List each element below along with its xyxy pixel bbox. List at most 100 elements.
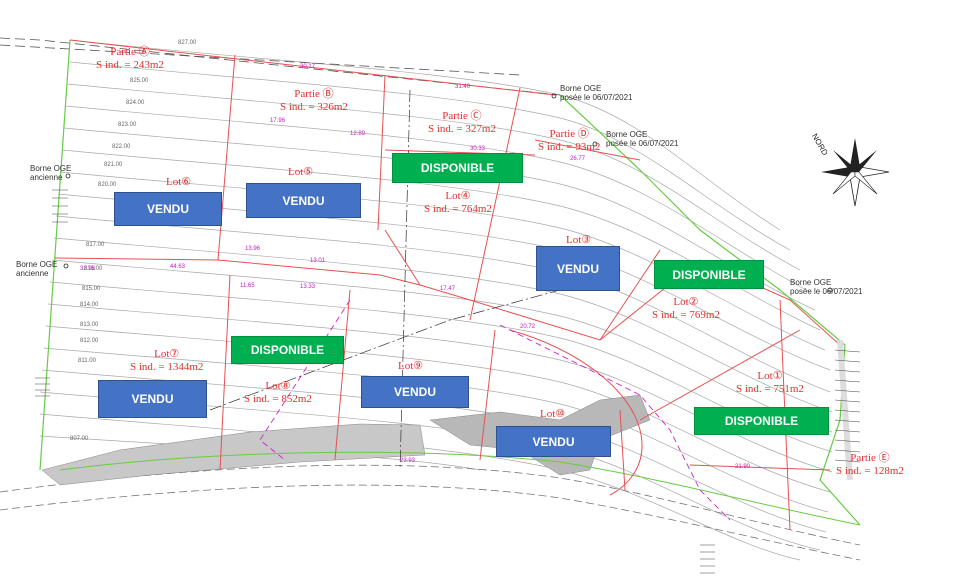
status-vendu-lot10: VENDU xyxy=(496,426,611,457)
borne-label-line2: ancienne xyxy=(16,269,49,278)
svg-text:20.72: 20.72 xyxy=(520,324,536,330)
lot-label-10: Lot⑩ xyxy=(540,408,565,421)
svg-text:815.00: 815.00 xyxy=(82,286,101,292)
lot-name: Lot① xyxy=(757,370,783,382)
borne-oge-ancienne-1: Borne OGE ancienne xyxy=(30,164,71,182)
svg-text:822.00: 822.00 xyxy=(112,144,131,150)
lot-label-5: Lot⑤ xyxy=(288,166,313,179)
lot-name: Lot④ xyxy=(445,190,471,202)
lot-area: S ind. = 751m2 xyxy=(736,383,804,395)
borne-label-line2: posée le 06/07/2021 xyxy=(790,287,863,296)
lot-label-partie-c: Partie Ⓒ S ind. = 327m2 xyxy=(428,110,496,136)
svg-text:814.00: 814.00 xyxy=(80,302,99,308)
svg-text:12.89: 12.89 xyxy=(350,131,366,137)
status-vendu-lot3: VENDU xyxy=(536,246,620,291)
lot-label-8: Lot⑧ S ind. = 852m2 xyxy=(244,380,312,406)
lot-label-9: Lot⑨ xyxy=(398,360,423,373)
lot-area: S ind. = 243m2 xyxy=(96,59,164,71)
lot-label-partie-a: Partie Ⓐ S ind. = 243m2 xyxy=(96,46,164,72)
status-disponible-lot8: DISPONIBLE xyxy=(231,336,344,364)
borne-label-line2: posée le 06/07/2021 xyxy=(560,93,633,102)
status-vendu-lot5: VENDU xyxy=(246,183,361,218)
lot-area: S ind. = 764m2 xyxy=(424,203,492,215)
svg-text:807.00: 807.00 xyxy=(70,436,89,442)
lot-name: Partie Ⓒ xyxy=(442,110,482,122)
borne-label-line1: Borne OGE xyxy=(30,164,72,173)
svg-text:11.65: 11.65 xyxy=(240,283,255,289)
status-vendu-lot6: VENDU xyxy=(114,192,222,226)
lot-label-partie-b: Partie Ⓑ S ind. = 326m2 xyxy=(280,88,348,114)
lot-name: Partie Ⓑ xyxy=(294,88,334,100)
lot-label-3: Lot③ xyxy=(566,234,591,247)
lot-label-2: Lot② S ind. = 769m2 xyxy=(652,296,720,322)
svg-text:816.00: 816.00 xyxy=(84,266,103,272)
compass-rose-icon xyxy=(821,138,890,207)
svg-text:30.33: 30.33 xyxy=(470,146,486,152)
svg-text:823.00: 823.00 xyxy=(118,122,137,128)
lot-name: Lot⑩ xyxy=(540,408,566,420)
right-hatch xyxy=(35,189,861,574)
lot-name: Lot③ xyxy=(566,234,592,246)
svg-text:30.17: 30.17 xyxy=(300,64,316,70)
svg-text:13.33: 13.33 xyxy=(300,284,316,290)
borne-label-line1: Borne OGE xyxy=(16,260,58,269)
lot-area: S ind. = 769m2 xyxy=(652,309,720,321)
svg-text:17.47: 17.47 xyxy=(440,286,456,292)
lot-name: Lot⑨ xyxy=(398,360,424,372)
lot-name: Lot⑤ xyxy=(288,166,314,178)
lot-name: Lot⑦ xyxy=(154,348,180,360)
lot-name: Lot⑧ xyxy=(265,380,291,392)
status-vendu-lot9: VENDU xyxy=(361,376,469,408)
svg-text:31.40: 31.40 xyxy=(455,84,471,90)
borne-label-line1: Borne OGE xyxy=(560,84,602,93)
svg-text:813.00: 813.00 xyxy=(80,322,99,328)
lot-name: Partie Ⓔ xyxy=(850,452,890,464)
svg-text:17.96: 17.96 xyxy=(270,118,286,124)
lot-area: S ind. = 128m2 xyxy=(836,465,904,477)
svg-text:13.96: 13.96 xyxy=(245,246,261,252)
svg-text:820.00: 820.00 xyxy=(98,182,117,188)
svg-text:13.01: 13.01 xyxy=(310,258,326,264)
lot-label-4: Lot④ S ind. = 764m2 xyxy=(424,190,492,216)
status-disponible-lot2: DISPONIBLE xyxy=(654,260,764,289)
lot-label-6: Lot⑥ xyxy=(166,176,191,189)
lot-name: Partie Ⓐ xyxy=(110,46,150,58)
lot-label-1: Lot① S ind. = 751m2 xyxy=(736,370,804,396)
borne-label-line2: ancienne xyxy=(30,173,63,182)
lot-label-partie-e: Partie Ⓔ S ind. = 128m2 xyxy=(836,452,904,478)
borne-markers xyxy=(63,93,833,293)
lot-name: Partie Ⓓ xyxy=(549,128,589,140)
status-vendu-lot7: VENDU xyxy=(98,380,207,418)
borne-oge-ancienne-2: Borne OGE ancienne xyxy=(16,260,57,278)
svg-text:44.63: 44.63 xyxy=(170,264,186,270)
lot-area: S ind. = 326m2 xyxy=(280,101,348,113)
borne-label-line1: Borne OGE xyxy=(790,278,832,287)
svg-text:811.00: 811.00 xyxy=(78,358,97,364)
svg-text:26.77: 26.77 xyxy=(570,156,586,162)
lot-area: S ind. = 93m2 xyxy=(538,141,601,153)
road-lines xyxy=(0,37,861,561)
lot-label-7: Lot⑦ S ind. = 1344m2 xyxy=(130,348,203,374)
borne-oge-posee-2: Borne OGE posée le 06/07/2021 xyxy=(606,130,679,148)
svg-text:812.00: 812.00 xyxy=(80,338,99,344)
status-disponible-lot4: DISPONIBLE xyxy=(392,153,523,183)
svg-text:23.93: 23.93 xyxy=(400,458,416,464)
borne-label-line2: posée le 06/07/2021 xyxy=(606,139,679,148)
borne-oge-posee-1: Borne OGE posée le 06/07/2021 xyxy=(560,84,633,102)
svg-text:821.00: 821.00 xyxy=(104,162,123,168)
svg-text:32.98: 32.98 xyxy=(80,266,96,272)
lot-label-partie-d: Partie Ⓓ S ind. = 93m2 xyxy=(538,128,600,154)
svg-text:824.00: 824.00 xyxy=(126,100,145,106)
lot-area: S ind. = 327m2 xyxy=(428,123,496,135)
elevation-labels: 827.00 825.00 824.00 823.00 822.00 821.0… xyxy=(70,40,197,442)
status-disponible-lot1: DISPONIBLE xyxy=(694,407,829,435)
dimension-labels: 30.17 31.40 12.89 17.96 30.33 26.77 13.9… xyxy=(80,64,751,470)
lot-name: Lot② xyxy=(673,296,699,308)
borne-label-line1: Borne OGE xyxy=(606,130,648,139)
lot-name: Lot⑥ xyxy=(166,176,192,188)
svg-text:21.90: 21.90 xyxy=(735,464,751,470)
lot-area: S ind. = 1344m2 xyxy=(130,361,204,373)
svg-text:827.00: 827.00 xyxy=(178,40,197,46)
lot-area: S ind. = 852m2 xyxy=(244,393,312,405)
svg-text:817.00: 817.00 xyxy=(86,242,105,248)
